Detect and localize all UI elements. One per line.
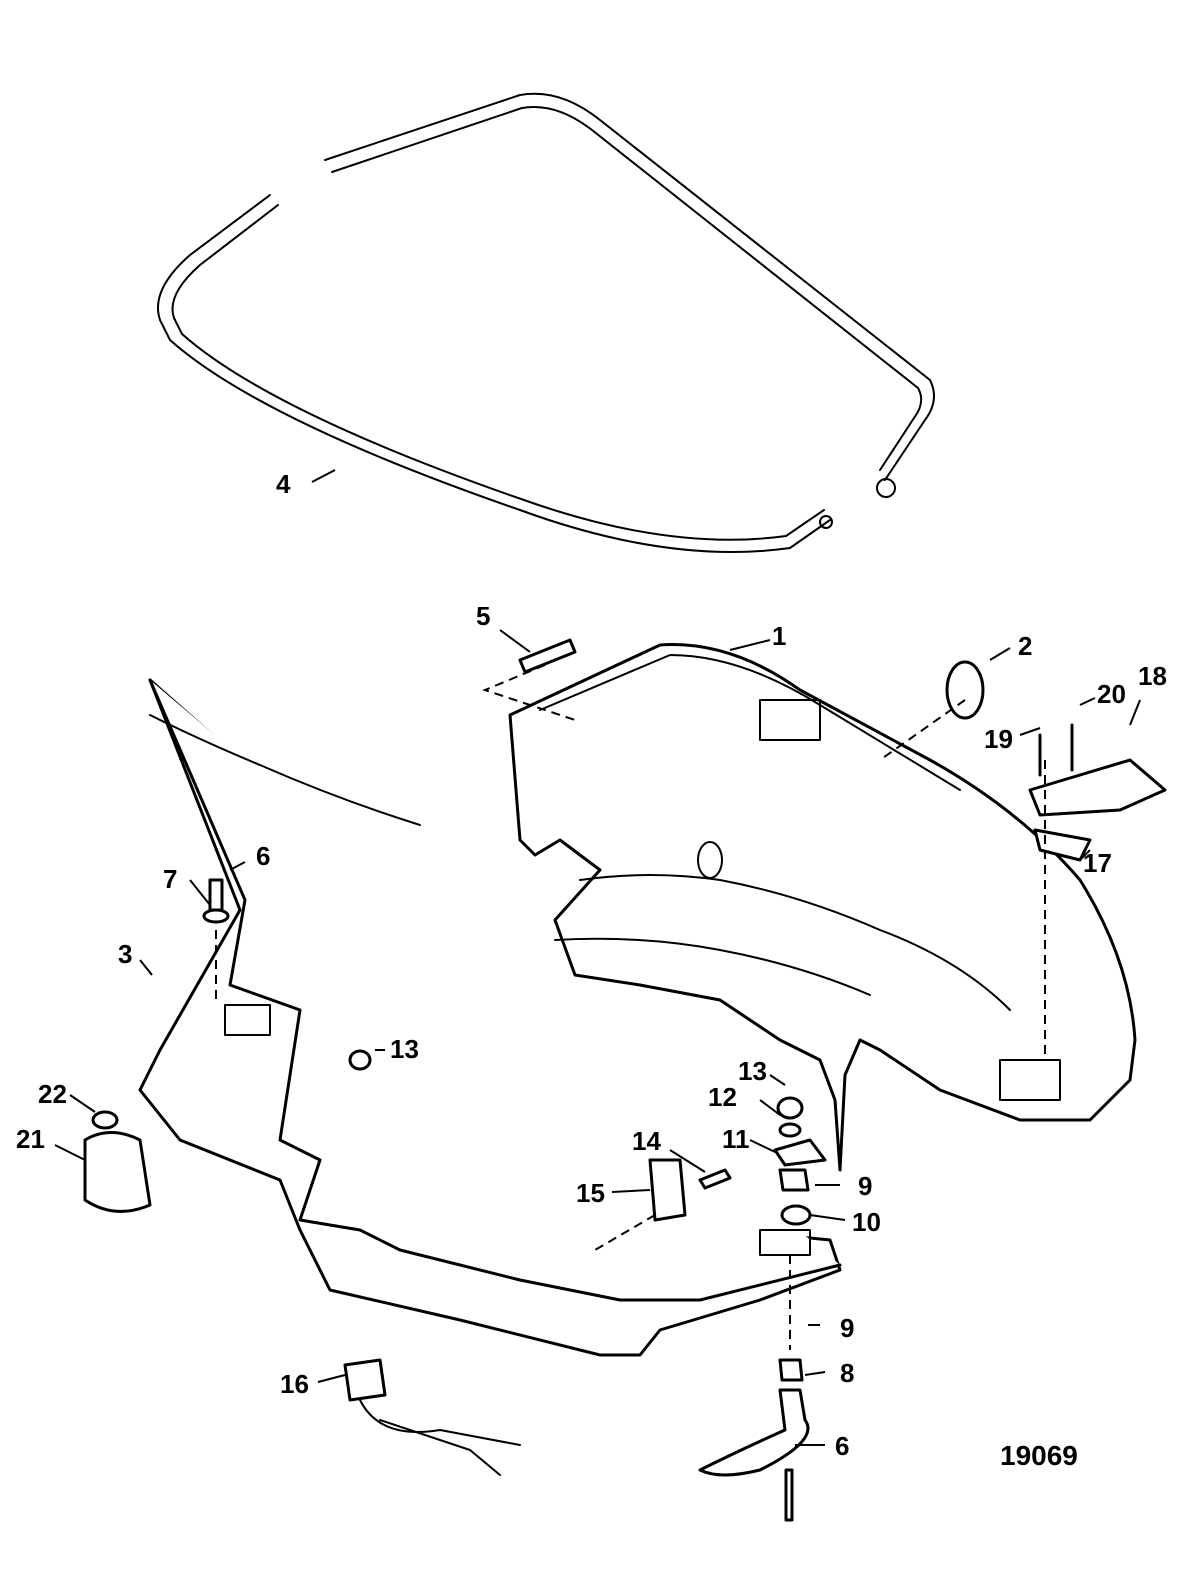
callout-6b: 6 bbox=[835, 1431, 849, 1461]
callout-22: 22 bbox=[38, 1079, 67, 1109]
callout-13a: 13 bbox=[390, 1034, 419, 1064]
leader-lines bbox=[54, 469, 1141, 1446]
callout-13b: 13 bbox=[738, 1056, 767, 1086]
callout-8: 8 bbox=[840, 1358, 854, 1388]
callout-14: 14 bbox=[632, 1126, 661, 1156]
callout-10: 10 bbox=[852, 1207, 881, 1237]
callout-6a: 6 bbox=[256, 841, 270, 871]
callout-15: 15 bbox=[576, 1178, 605, 1208]
callout-4: 4 bbox=[276, 469, 291, 499]
callout-7: 7 bbox=[163, 864, 177, 894]
figure-number: 19069 bbox=[1000, 1440, 1078, 1471]
callout-12: 12 bbox=[708, 1082, 737, 1112]
callout-1: 1 bbox=[772, 621, 786, 651]
callout-11: 11 bbox=[722, 1124, 750, 1154]
seal-part-4 bbox=[157, 92, 935, 554]
callout-labels: 4 5 1 2 18 20 19 17 6 7 3 13 22 21 13 12… bbox=[16, 469, 1167, 1471]
callout-9b: 9 bbox=[840, 1313, 854, 1343]
callout-16: 16 bbox=[280, 1369, 309, 1399]
hardware-parts bbox=[83, 638, 1167, 1522]
callout-20: 20 bbox=[1097, 679, 1126, 709]
callout-21: 21 bbox=[16, 1124, 45, 1154]
callout-2: 2 bbox=[1018, 631, 1032, 661]
callout-9a: 9 bbox=[858, 1171, 872, 1201]
callout-3: 3 bbox=[118, 939, 132, 969]
callout-17: 17 bbox=[1083, 848, 1112, 878]
cowl-part-1 bbox=[508, 643, 1137, 1172]
callout-5: 5 bbox=[476, 601, 490, 631]
callout-18: 18 bbox=[1138, 661, 1167, 691]
callout-19: 19 bbox=[984, 724, 1013, 754]
